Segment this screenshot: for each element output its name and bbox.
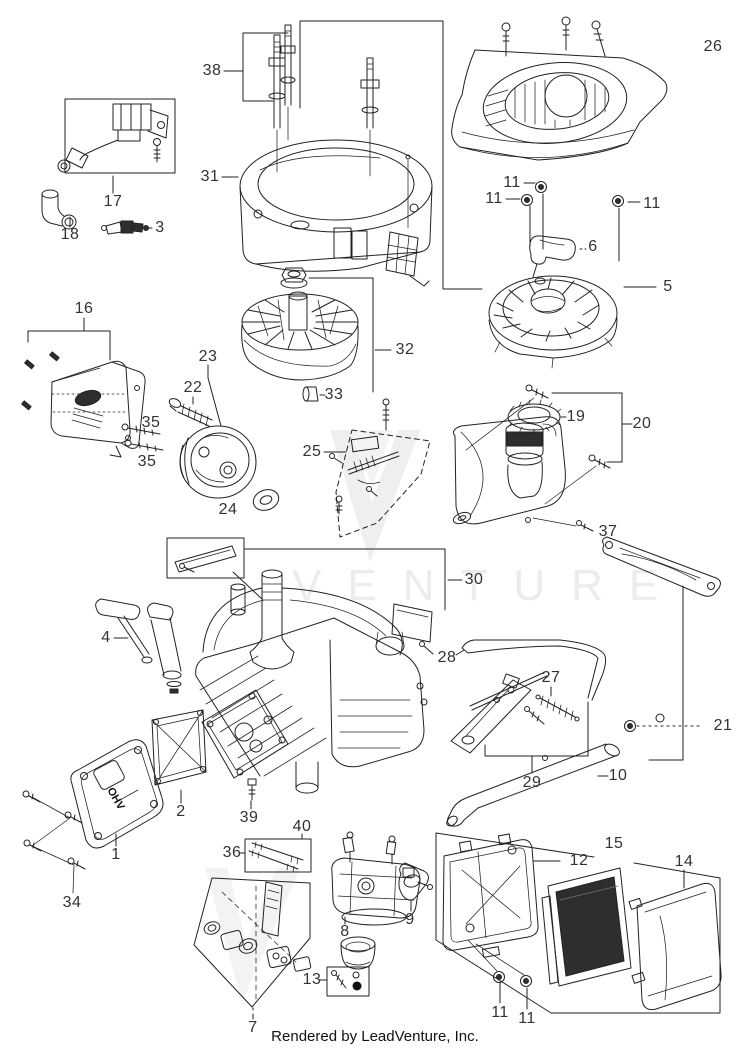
callout-33[interactable]: 33 bbox=[325, 386, 344, 403]
ignition-coil-drawing bbox=[57, 98, 176, 174]
callout-28[interactable]: 28 bbox=[438, 649, 457, 666]
callout-39[interactable]: 39 bbox=[240, 809, 259, 826]
carb-studs-drawing bbox=[244, 838, 312, 873]
callout-11[interactable]: 11 bbox=[485, 190, 503, 207]
callout-12[interactable]: 12 bbox=[570, 852, 589, 869]
callout-32[interactable]: 32 bbox=[396, 341, 415, 358]
flange-nuts-top-drawing bbox=[521, 181, 624, 207]
callout-3[interactable]: 3 bbox=[155, 219, 164, 236]
breather-bolt-drawing bbox=[247, 778, 257, 801]
callout-16[interactable]: 16 bbox=[75, 300, 94, 317]
oil-fill-tube-drawing bbox=[446, 743, 620, 827]
callout-31[interactable]: 31 bbox=[201, 168, 220, 185]
callout-18[interactable]: 18 bbox=[61, 226, 80, 243]
engine-short-block-drawing bbox=[195, 569, 428, 794]
carb-insulator-drawing bbox=[398, 862, 429, 901]
flywheel-key-drawing bbox=[302, 386, 319, 402]
callout-11[interactable]: 11 bbox=[491, 1004, 509, 1021]
starter-handle-drawing bbox=[529, 235, 576, 285]
link-rod-drawing bbox=[576, 520, 721, 597]
lock-nut-drawing bbox=[624, 713, 665, 732]
callout-23[interactable]: 23 bbox=[199, 348, 218, 365]
gasket-set-drawing bbox=[193, 877, 312, 1008]
callout-40[interactable]: 40 bbox=[293, 818, 312, 835]
callout-14[interactable]: 14 bbox=[675, 853, 694, 870]
callout-13[interactable]: 13 bbox=[303, 971, 322, 988]
callout-20[interactable]: 20 bbox=[633, 415, 652, 432]
callout-17[interactable]: 17 bbox=[104, 193, 123, 210]
callout-26[interactable]: 26 bbox=[704, 38, 723, 55]
callout-21[interactable]: 21 bbox=[714, 717, 733, 734]
tank-screws-drawing bbox=[525, 384, 611, 469]
callout-8[interactable]: 8 bbox=[340, 923, 349, 940]
callout-1[interactable]: 1 bbox=[111, 846, 120, 863]
muffler-screws-drawing bbox=[121, 423, 164, 452]
carb-kit-drawing bbox=[326, 966, 370, 997]
bracket-kit-drawing bbox=[166, 537, 434, 655]
callout-2[interactable]: 2 bbox=[176, 803, 185, 820]
starter-clutch-drawing bbox=[179, 425, 257, 499]
blower-housing-drawing bbox=[239, 139, 433, 272]
callout-9[interactable]: 9 bbox=[405, 911, 414, 928]
watermark-text: VENTURE bbox=[292, 561, 684, 610]
callout-5[interactable]: 5 bbox=[663, 278, 672, 295]
callout-15[interactable]: 15 bbox=[605, 835, 624, 852]
callout-4[interactable]: 4 bbox=[101, 629, 110, 646]
fuel-tank-drawing bbox=[452, 416, 566, 525]
engine-cover-drawing bbox=[451, 16, 668, 161]
callout-35[interactable]: 35 bbox=[138, 453, 157, 470]
leader-lines bbox=[27, 20, 702, 1020]
float-bowl-drawing bbox=[340, 936, 376, 970]
air-filter-element-drawing bbox=[541, 867, 632, 987]
callout-11[interactable]: 11 bbox=[503, 174, 521, 191]
callout-25[interactable]: 25 bbox=[303, 443, 322, 460]
air-cleaner-cover-drawing bbox=[628, 882, 722, 1011]
spark-plug-drawing bbox=[101, 220, 149, 235]
muffler-drawing bbox=[21, 351, 146, 458]
air-cleaner-base-drawing bbox=[442, 833, 539, 958]
control-bracket-drawing bbox=[450, 673, 548, 761]
governor-assembly-drawing bbox=[329, 398, 431, 538]
vent-grille-drawing bbox=[385, 154, 430, 287]
carburetor-drawing bbox=[331, 831, 433, 926]
flywheel-drawing bbox=[241, 267, 359, 381]
callout-6[interactable]: 6 bbox=[588, 238, 597, 255]
fuel-elbow-drawing bbox=[41, 189, 77, 230]
callout-34[interactable]: 34 bbox=[63, 894, 82, 911]
callout-38[interactable]: 38 bbox=[203, 62, 222, 79]
recoil-starter-drawing bbox=[488, 275, 618, 369]
callout-7[interactable]: 7 bbox=[248, 1019, 257, 1036]
flange-nuts-bottom-drawing bbox=[493, 971, 532, 987]
callout-27[interactable]: 27 bbox=[542, 669, 561, 686]
dipstick-drawing bbox=[95, 598, 182, 694]
air-cleaner-box-drawing bbox=[435, 832, 721, 1014]
callout-11[interactable]: 11 bbox=[518, 1010, 536, 1027]
governor-spring-drawing bbox=[524, 694, 580, 725]
ohv-mark: OHV bbox=[104, 786, 127, 813]
callout-11[interactable]: 11 bbox=[643, 195, 661, 212]
callout-36[interactable]: 36 bbox=[223, 844, 242, 861]
valve-cover-gasket-drawing bbox=[151, 709, 207, 786]
clutch-plate-drawing bbox=[252, 489, 280, 511]
cover-bolts-drawing bbox=[22, 790, 86, 870]
cover-studs-drawing bbox=[268, 24, 380, 177]
callout-10[interactable]: 10 bbox=[609, 767, 628, 784]
render-credit: Rendered by LeadVenture, Inc. bbox=[271, 1028, 479, 1045]
throttle-rod-drawing bbox=[461, 639, 607, 711]
callout-24[interactable]: 24 bbox=[219, 501, 238, 518]
clutch-spring-drawing bbox=[168, 398, 213, 427]
callout-29[interactable]: 29 bbox=[523, 774, 542, 791]
valve-cover-drawing: OHV bbox=[70, 739, 164, 849]
leadventure-watermark: VENTURE bbox=[205, 430, 684, 1002]
callout-30[interactable]: 30 bbox=[465, 571, 484, 588]
callout-19[interactable]: 19 bbox=[567, 408, 586, 425]
callout-22[interactable]: 22 bbox=[184, 379, 203, 396]
callout-35[interactable]: 35 bbox=[142, 414, 161, 431]
callout-37[interactable]: 37 bbox=[599, 523, 618, 540]
fuel-cap-drawing bbox=[507, 399, 562, 434]
